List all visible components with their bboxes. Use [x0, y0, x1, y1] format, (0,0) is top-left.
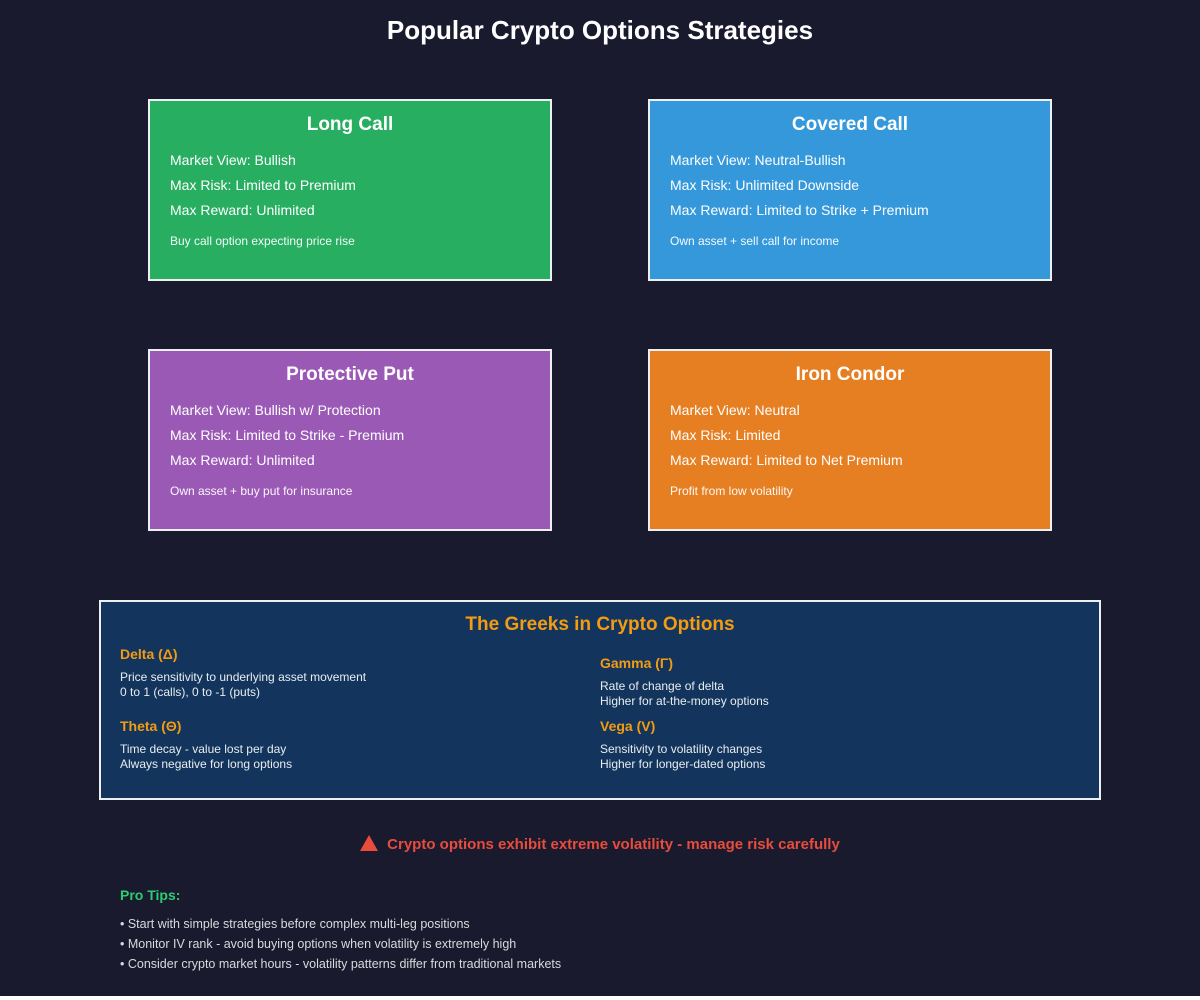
strategy-card-covered-call: Covered Call Market View: Neutral-Bullis…: [648, 99, 1052, 281]
greeks-panel: The Greeks in Crypto Options Delta (Δ) P…: [99, 600, 1101, 800]
strategy-description: Buy call option expecting price rise: [170, 234, 355, 248]
greek-description-line: Price sensitivity to underlying asset mo…: [120, 670, 367, 684]
greek-item-gamma: Gamma (Γ) Rate of change of delta Higher…: [600, 646, 1080, 709]
pro-tip-item: • Consider crypto market hours - volatil…: [120, 957, 562, 971]
strategy-market-view: Market View: Bullish: [170, 152, 296, 168]
greek-description-line: 0 to 1 (calls), 0 to -1 (puts): [120, 685, 261, 699]
strategy-card-title: Long Call: [306, 114, 394, 135]
warning-triangle-icon: [360, 835, 379, 851]
greek-description-line: Higher for longer-dated options: [600, 757, 766, 771]
pro-tip-item: • Start with simple strategies before co…: [120, 917, 470, 931]
strategy-card-title: Covered Call: [791, 114, 909, 135]
strategy-max-risk: Max Risk: Limited: [670, 427, 781, 443]
greek-name: Theta (Θ): [120, 718, 182, 734]
greek-description-line: Higher for at-the-money options: [600, 694, 769, 708]
strategy-card-title: Protective Put: [286, 364, 414, 385]
strategy-card-long-call: Long Call Market View: Bullish Max Risk:…: [148, 99, 552, 281]
greek-name: Gamma (Γ): [600, 655, 673, 671]
strategy-max-risk: Max Risk: Limited to Strike - Premium: [170, 427, 405, 443]
greek-description-line: Sensitivity to volatility changes: [600, 742, 763, 756]
pro-tips-heading: Pro Tips:: [120, 887, 181, 903]
strategy-max-reward: Max Reward: Unlimited: [170, 202, 315, 218]
pro-tip-item: • Monitor IV rank - avoid buying options…: [120, 937, 517, 951]
greek-item-theta: Theta (Θ) Time decay - value lost per da…: [120, 709, 600, 772]
strategy-market-view: Market View: Neutral-Bullish: [670, 152, 846, 168]
greek-item-delta: Delta (Δ) Price sensitivity to underlyin…: [120, 646, 600, 709]
page-title: Popular Crypto Options Strategies: [386, 15, 814, 45]
strategy-card-title: Iron Condor: [795, 364, 905, 385]
strategy-max-reward: Max Reward: Limited to Net Premium: [670, 452, 903, 468]
greeks-grid: Delta (Δ) Price sensitivity to underlyin…: [101, 646, 1099, 772]
strategy-cards-grid: Long Call Market View: Bullish Max Risk:…: [148, 99, 1052, 531]
strategy-market-view: Market View: Bullish w/ Protection: [170, 402, 381, 418]
greek-description-line: Time decay - value lost per day: [120, 742, 287, 756]
strategy-max-reward: Max Reward: Limited to Strike + Premium: [670, 202, 929, 218]
strategy-market-view: Market View: Neutral: [670, 402, 800, 418]
strategy-card-protective-put: Protective Put Market View: Bullish w/ P…: [148, 349, 552, 531]
strategy-description: Own asset + sell call for income: [670, 234, 840, 248]
pro-tips-section: Pro Tips: • Start with simple strategies…: [120, 887, 1080, 977]
greek-description-line: Always negative for long options: [120, 757, 293, 771]
strategy-max-risk: Max Risk: Limited to Premium: [170, 177, 356, 193]
strategy-description: Profit from low volatility: [670, 484, 793, 498]
strategy-description: Own asset + buy put for insurance: [170, 484, 353, 498]
greek-description-line: Rate of change of delta: [600, 679, 725, 693]
risk-warning-text: Crypto options exhibit extreme volatilit…: [387, 836, 840, 853]
greek-name: Delta (Δ): [120, 646, 178, 662]
strategy-max-risk: Max Risk: Unlimited Downside: [670, 177, 860, 193]
greek-name: Vega (V): [600, 718, 656, 734]
strategy-max-reward: Max Reward: Unlimited: [170, 452, 315, 468]
greek-item-vega: Vega (V) Sensitivity to volatility chang…: [600, 709, 1080, 772]
risk-warning: Crypto options exhibit extreme volatilit…: [0, 834, 1200, 856]
greeks-panel-title: The Greeks in Crypto Options: [465, 614, 735, 635]
strategy-card-iron-condor: Iron Condor Market View: Neutral Max Ris…: [648, 349, 1052, 531]
